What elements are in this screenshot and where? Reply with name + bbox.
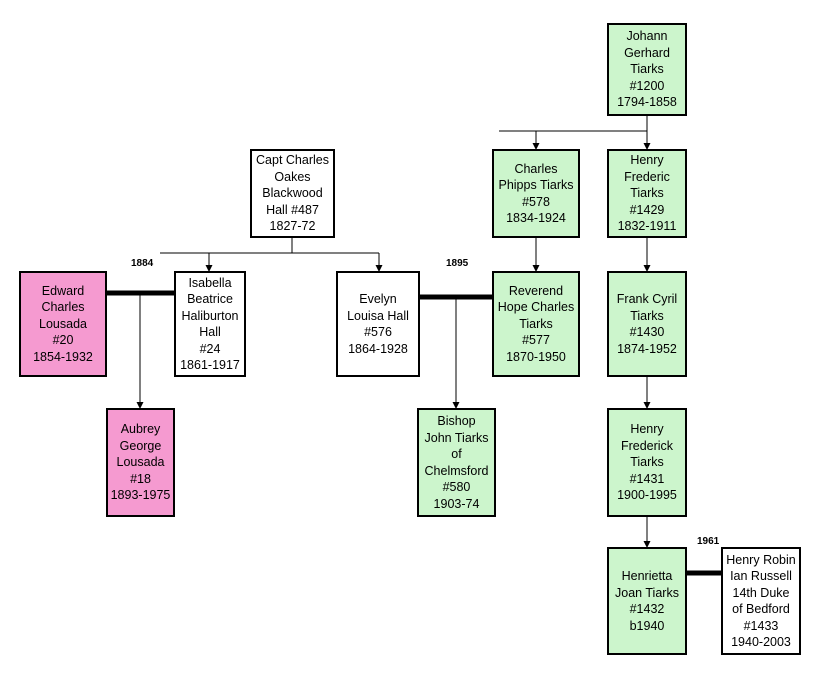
person-text-line: b1940	[629, 618, 665, 633]
person-text-line: #1429	[629, 202, 665, 217]
person-text-line: Reverend	[508, 283, 564, 298]
person-text-line: #24	[199, 341, 221, 356]
person-text-line: Johann	[626, 29, 668, 44]
person-text-line: #1430	[629, 325, 665, 339]
person-text-line: of Bedford	[732, 602, 790, 616]
person-text-line: #576	[364, 325, 392, 339]
person-text-line: Oakes	[274, 169, 311, 184]
person-text-line: 1854-1932	[33, 349, 93, 364]
person-text-line: 1834-1924	[506, 211, 566, 225]
person-text-line: Henry Robin	[726, 552, 796, 567]
person-text-line: #1432	[629, 602, 665, 616]
person-text-line: George	[119, 438, 162, 453]
person-text-line: #577	[522, 333, 550, 348]
person-text-line: Gerhard	[624, 45, 670, 60]
person-text-line: 1864-1928	[348, 341, 408, 356]
person-text-line: Frederick	[620, 438, 674, 453]
person-text-line: Hope Charles	[497, 300, 575, 315]
person-text-line: #20	[52, 333, 74, 348]
person-text-line: 1794-1858	[617, 95, 677, 110]
person-text-line: Blackwood	[262, 186, 323, 201]
person-text-line: Hall #487	[266, 202, 319, 217]
person-text-line: 1893-1975	[110, 488, 171, 503]
person-text-line: Edward	[41, 283, 85, 298]
person-text-line: Louisa Hall	[347, 308, 409, 323]
person-text-line: Tiarks	[630, 455, 664, 470]
person-text-line: Hall	[199, 325, 221, 339]
person-text-line: #1431	[629, 471, 665, 486]
person-text-line: Haliburton	[181, 308, 239, 323]
person-text-line: Frederic	[624, 169, 670, 184]
person-text-line: #18	[130, 471, 151, 486]
person-text-line: #1200	[629, 78, 665, 93]
person-text-line: of	[451, 447, 462, 461]
person-text-line: Tiarks	[630, 308, 664, 323]
person-text-line: Joan Tiarks	[615, 585, 679, 600]
marriage-year-1895: 1895	[446, 258, 469, 269]
person-text-line: Tiarks	[630, 186, 664, 201]
person-text-line: Capt Charles	[256, 153, 329, 168]
person-text-line: 1870-1950	[506, 349, 566, 364]
person-text-line: Henry	[630, 153, 664, 168]
person-text-line: Tiarks	[519, 316, 553, 331]
person-text-line: 14th Duke	[732, 585, 790, 600]
person-text-line: Evelyn	[359, 292, 397, 306]
person-text-line: 1861-1917	[180, 358, 240, 372]
person-text-line: Isabella	[188, 275, 232, 290]
person-text-line: 1874-1952	[617, 341, 677, 356]
person-text-line: Frank Cyril	[616, 292, 678, 306]
person-text-line: John Tiarks	[424, 430, 489, 445]
person-text-line: 1940-2003	[731, 635, 791, 649]
person-text-line: #1433	[743, 618, 779, 633]
person-text-line: 1832-1911	[617, 219, 677, 234]
person-text-line: Lousada	[39, 316, 87, 331]
person-text-line: #578	[522, 194, 550, 209]
person-text-line: Henrietta	[621, 569, 673, 583]
person-text-line: Beatrice	[187, 292, 233, 306]
person-text-line: Ian Russell	[730, 569, 792, 583]
marriage-year-1961: 1961	[697, 536, 720, 547]
person-text-line: Chelmsford	[424, 463, 489, 478]
person-text-line: Charles	[514, 161, 558, 176]
person-text-line: Lousada	[116, 455, 165, 470]
person-text-line: Tiarks	[630, 62, 664, 77]
person-text-line: 1900-1995	[617, 488, 677, 503]
person-text-line: #580	[442, 480, 471, 494]
person-text-line: Henry	[630, 422, 664, 437]
person-text-line: 1827-72	[269, 219, 316, 234]
person-text-line: 1903-74	[433, 496, 480, 511]
person-text-line: Charles	[41, 300, 85, 315]
person-text-line: Bishop	[437, 414, 476, 428]
person-text-line: Phipps Tiarks	[498, 178, 574, 192]
person-text-line: Aubrey	[120, 422, 161, 437]
marriage-year-1884: 1884	[131, 258, 154, 269]
